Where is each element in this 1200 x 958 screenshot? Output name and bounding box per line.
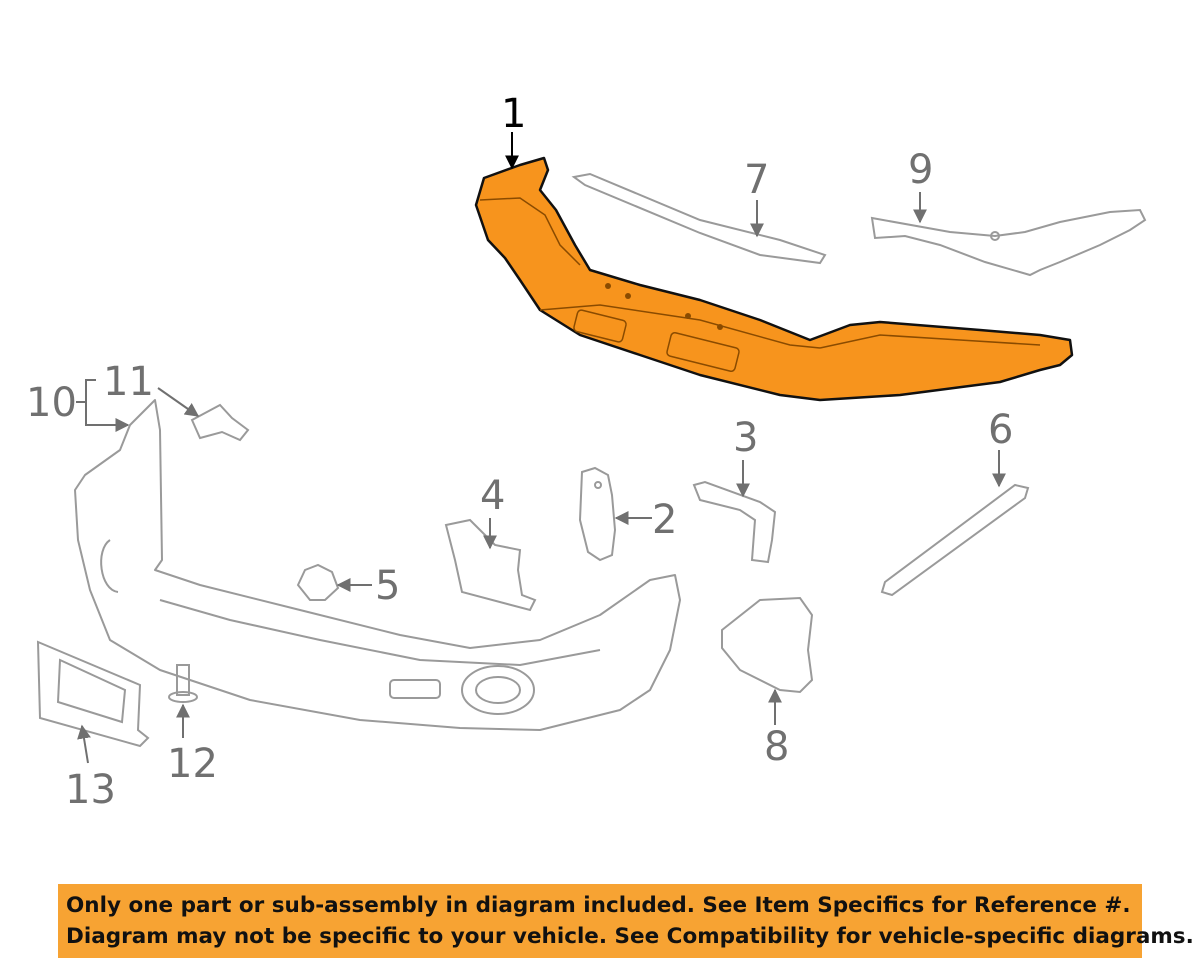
callout-11: 11 bbox=[103, 359, 154, 405]
parts-diagram bbox=[36, 132, 1147, 764]
part-5-clip[interactable] bbox=[296, 563, 340, 601]
part-11-clip[interactable] bbox=[190, 403, 250, 442]
part-3-brace[interactable] bbox=[692, 480, 777, 564]
callout-10: 10 bbox=[26, 380, 77, 426]
part-4-bracket[interactable] bbox=[444, 518, 537, 612]
callout-12: 12 bbox=[167, 741, 218, 787]
part-9-bracket[interactable] bbox=[870, 208, 1147, 277]
part-7-strip[interactable] bbox=[571, 172, 827, 265]
callout-4: 4 bbox=[480, 473, 506, 519]
leader-arrows bbox=[76, 132, 1006, 764]
part-2-bracket[interactable] bbox=[578, 466, 617, 562]
part-1-bumper-reinforcement[interactable] bbox=[474, 156, 1074, 402]
part-10-bumper-cover[interactable] bbox=[74, 399, 681, 731]
part-13-license-bracket[interactable] bbox=[36, 640, 150, 748]
callout-7: 7 bbox=[744, 157, 770, 203]
callout-8: 8 bbox=[764, 724, 790, 770]
part-6-rod[interactable] bbox=[880, 483, 1030, 597]
callout-2: 2 bbox=[652, 497, 678, 543]
part-12-bolt[interactable] bbox=[168, 664, 198, 703]
disclaimer-line-2: Diagram may not be specific to your vehi… bbox=[66, 924, 1194, 949]
callout-13: 13 bbox=[65, 767, 116, 813]
part-8-shield[interactable] bbox=[721, 596, 814, 694]
callout-9: 9 bbox=[908, 147, 934, 193]
callout-6: 6 bbox=[988, 407, 1014, 453]
callout-5: 5 bbox=[375, 563, 401, 609]
disclaimer-banner: Only one part or sub-assembly in diagram… bbox=[58, 884, 1194, 958]
disclaimer-line-1: Only one part or sub-assembly in diagram… bbox=[66, 893, 1131, 918]
callout-1: 1 bbox=[501, 91, 527, 137]
callout-3: 3 bbox=[733, 415, 759, 461]
